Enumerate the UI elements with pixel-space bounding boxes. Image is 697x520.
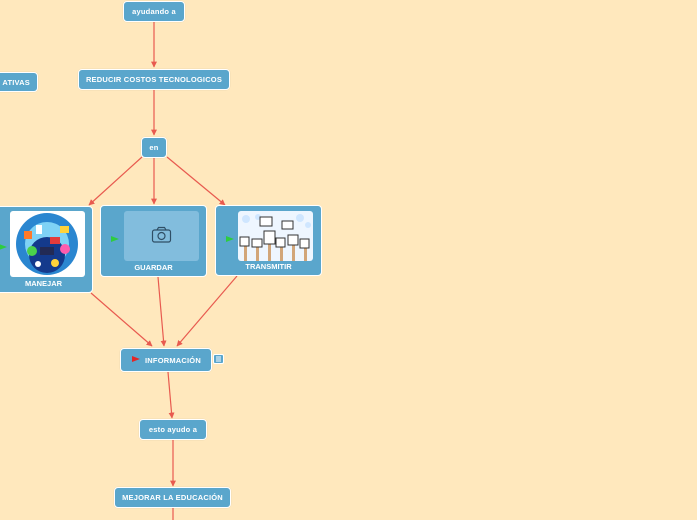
node-esto-ayudo[interactable]: esto ayudo a [139,419,207,440]
node-ayudando[interactable]: ayudando a [123,1,185,22]
green-flag-icon [226,236,234,242]
edge-manejar-informacion [90,292,153,347]
node-ativas[interactable]: ATIVAS [0,72,38,92]
node-reducir-costos[interactable]: REDUCIR COSTOS TECNOLOGICOS [78,69,230,90]
notes-icon[interactable] [213,354,224,364]
node-manejar[interactable]: MANEJAR [0,206,93,293]
edge-en-manejar [88,156,143,206]
manejar-image [10,211,85,277]
node-guardar[interactable]: GUARDAR [100,205,207,277]
node-reducir-label: REDUCIR COSTOS TECNOLOGICOS [85,75,223,84]
node-en[interactable]: en [141,137,167,158]
edge-informacion-esto [167,371,175,419]
camera-icon [151,226,172,243]
red-flag-icon [132,356,141,362]
green-flag-icon [0,244,7,250]
node-manejar-label: MANEJAR [24,279,63,288]
node-ayudando-label: ayudando a [132,7,176,16]
edge-en-transmitir [166,156,226,206]
green-flag-icon [111,236,119,242]
node-informacion-label: INFORMACIÓN [145,355,201,365]
transmitir-image [238,211,313,261]
node-en-label: en [149,143,159,152]
node-guardar-label: GUARDAR [134,263,173,272]
node-mejorar-educacion[interactable]: MEJORAR LA EDUCACIÓN [114,487,231,508]
node-mejorar-label: MEJORAR LA EDUCACIÓN [122,493,223,502]
edge-guardar-informacion [157,276,167,347]
node-informacion[interactable]: INFORMACIÓN [120,348,212,372]
node-transmitir[interactable]: TRANSMITIR [215,205,322,276]
guardar-image-placeholder [124,211,199,261]
node-transmitir-label: TRANSMITIR [245,262,292,271]
node-ativas-label: ATIVAS [2,77,30,87]
node-esto-label: esto ayudo a [148,425,198,434]
edge-transmitir-informacion [176,275,238,347]
